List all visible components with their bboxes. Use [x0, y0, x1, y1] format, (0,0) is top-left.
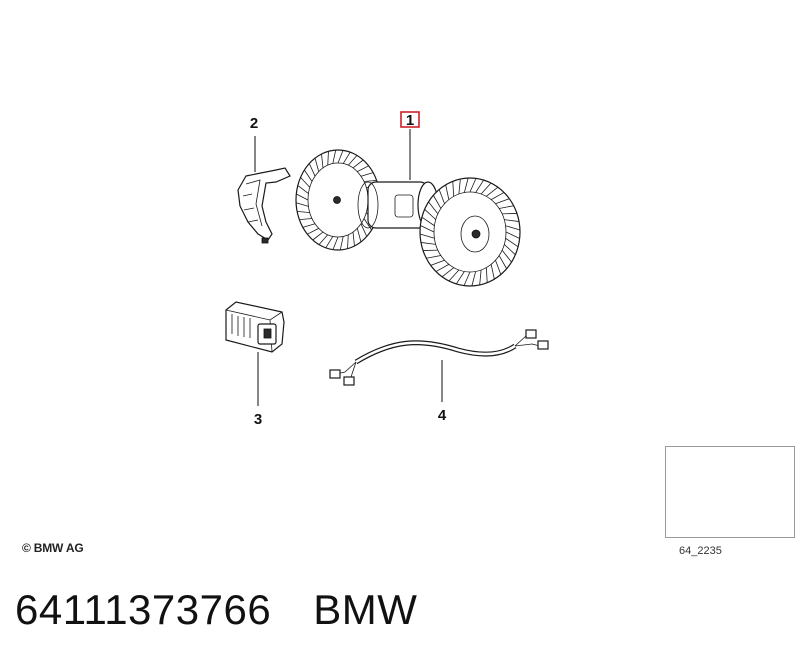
callout-4[interactable]: 4: [438, 407, 447, 424]
locator-code: 64_2235: [679, 545, 722, 557]
locator-thumbnail: [665, 446, 795, 538]
callout-1[interactable]: 1: [400, 111, 420, 129]
part-caption: 64111373766 BMW: [15, 586, 417, 634]
resistor-connector-icon[interactable]: [225, 301, 285, 353]
callout-3[interactable]: 3: [254, 411, 262, 428]
part-number: 64111373766: [15, 586, 272, 633]
callout-1-highlight: [400, 111, 420, 128]
wiring-harness-icon[interactable]: [329, 329, 549, 386]
callout-2-label: 2: [250, 115, 258, 132]
blower-motor-icon[interactable]: [295, 149, 521, 287]
bracket-icon[interactable]: [237, 167, 291, 244]
callout-4-label: 4: [438, 407, 447, 424]
callout-3-label: 3: [254, 411, 262, 428]
callout-1-label: 1: [406, 112, 414, 129]
copyright-text: © BMW AG: [22, 541, 84, 555]
callout-2[interactable]: 2: [250, 115, 258, 132]
brand-name: BMW: [313, 586, 418, 633]
